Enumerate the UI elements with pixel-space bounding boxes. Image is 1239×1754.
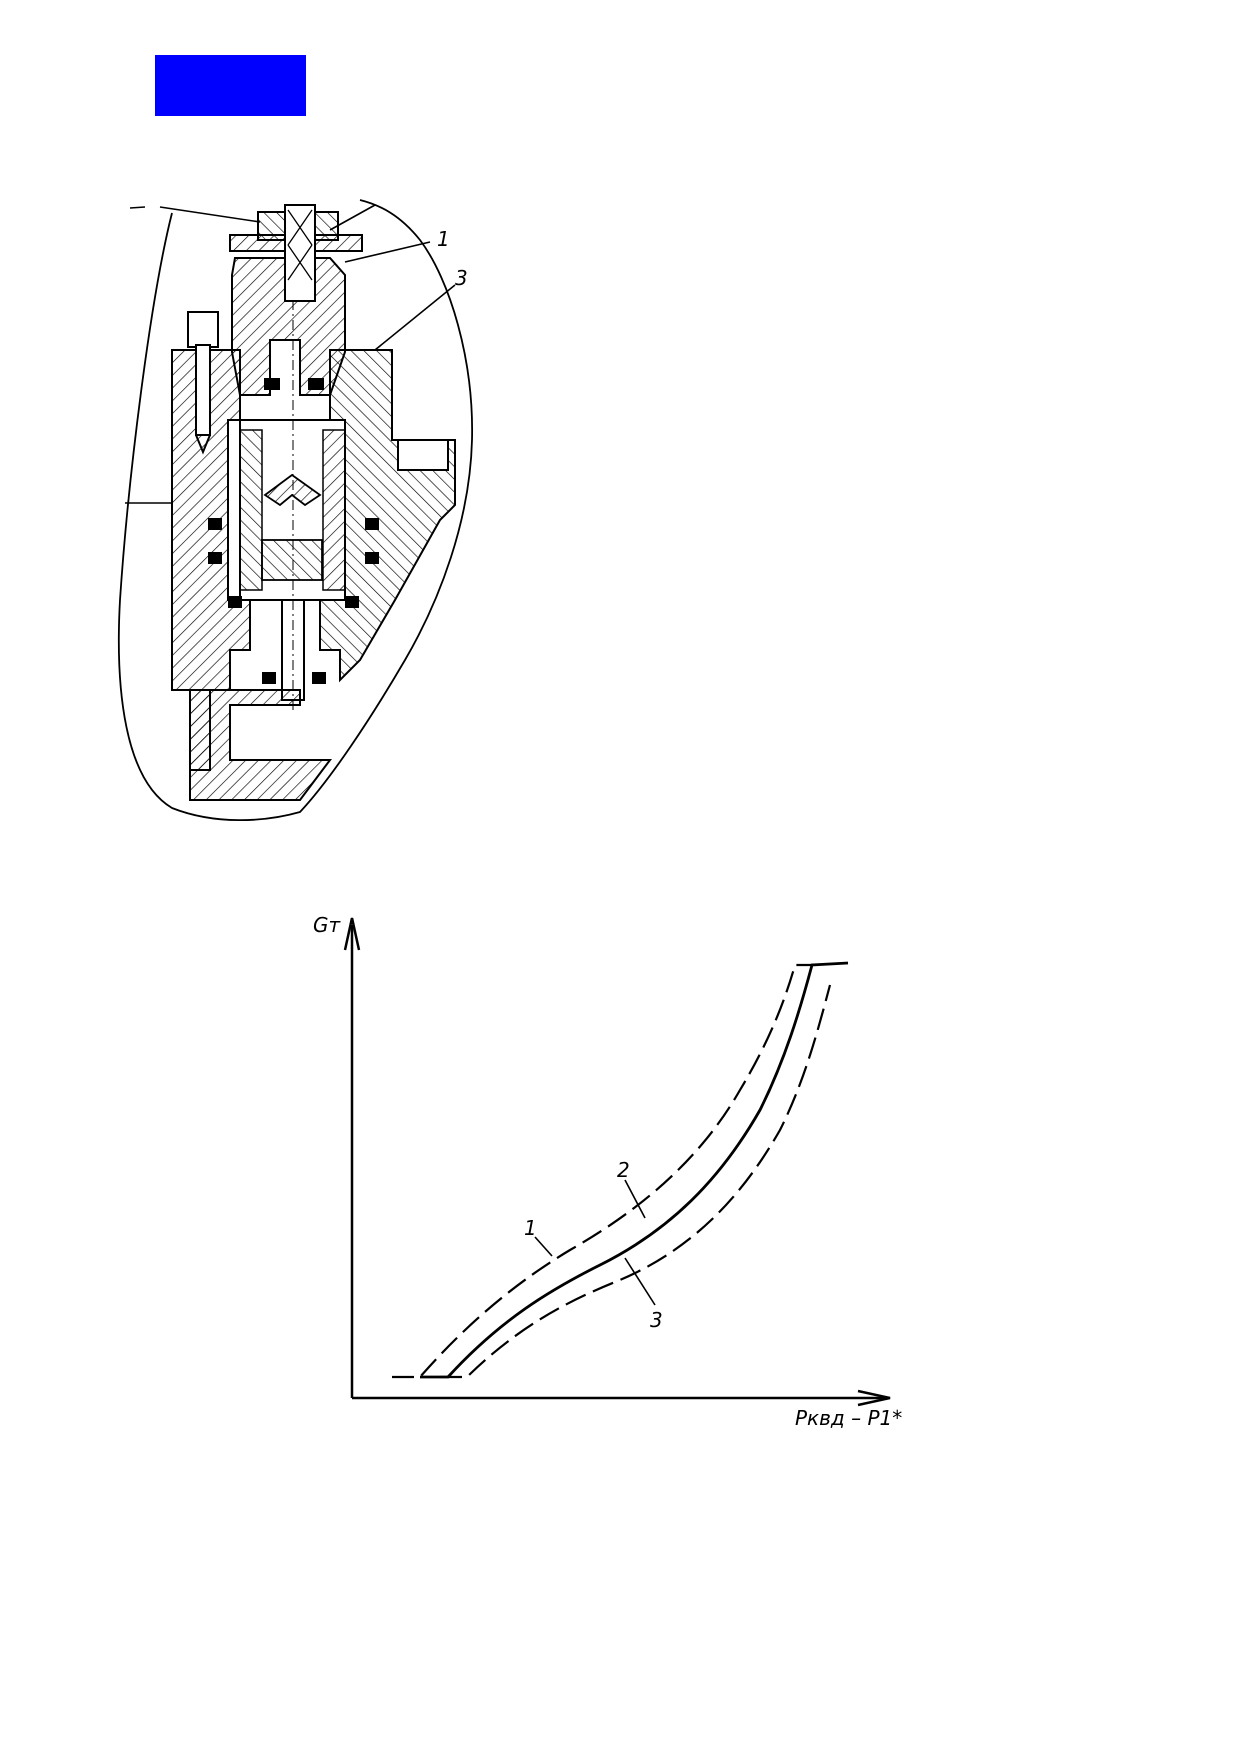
seal-ring (345, 596, 359, 608)
series-curve-2 (420, 961, 849, 1379)
leader-line-top-left (159, 206, 261, 223)
seal-ring (312, 672, 326, 684)
series-label-2: 2 (617, 1158, 630, 1182)
seal-ring (365, 518, 379, 530)
seal-ring (228, 596, 242, 608)
seal-ring (262, 672, 276, 684)
series-curve-3 (440, 984, 832, 1379)
series-leader-2 (624, 1179, 646, 1219)
series-leader-1 (534, 1236, 553, 1257)
seal-ring (308, 378, 324, 390)
bottom-channel (189, 689, 332, 801)
sleeve-wall-left (239, 429, 263, 591)
y-axis-arrowhead (343, 917, 361, 951)
bolt-tip (195, 434, 211, 455)
bolt-nut (187, 311, 219, 348)
callout-label-1: 1 (437, 227, 450, 251)
seal-ring (365, 552, 379, 564)
leader-line-top-right (329, 204, 376, 231)
seal-ring (264, 378, 280, 390)
leader-line-1 (344, 241, 431, 263)
sleeve-wall-right (322, 429, 346, 591)
x-axis-label: Pквд – P1* (795, 1406, 902, 1430)
spring-coil (287, 209, 313, 281)
callout-label-3: 3 (455, 266, 468, 290)
series-leader-3 (624, 1257, 656, 1306)
y-axis-label: Gт (313, 913, 341, 937)
top-flange (231, 257, 346, 396)
spring-stem (284, 204, 316, 302)
seal-ring (208, 518, 222, 530)
blue-header-block (155, 55, 306, 116)
x-axis-arrowhead (857, 1389, 891, 1407)
nut-right (397, 439, 449, 471)
bolt-shank (195, 344, 211, 436)
series-label-1: 1 (524, 1216, 537, 1240)
break-outline-left-stub (129, 206, 146, 209)
leader-line-3 (374, 284, 456, 351)
seal-ring (208, 552, 222, 564)
series-label-3: 3 (650, 1308, 663, 1332)
piston (261, 539, 323, 581)
break-outline (117, 199, 473, 822)
series-curve-1 (392, 963, 812, 1379)
series-layer: 1 2 3 (392, 961, 849, 1379)
